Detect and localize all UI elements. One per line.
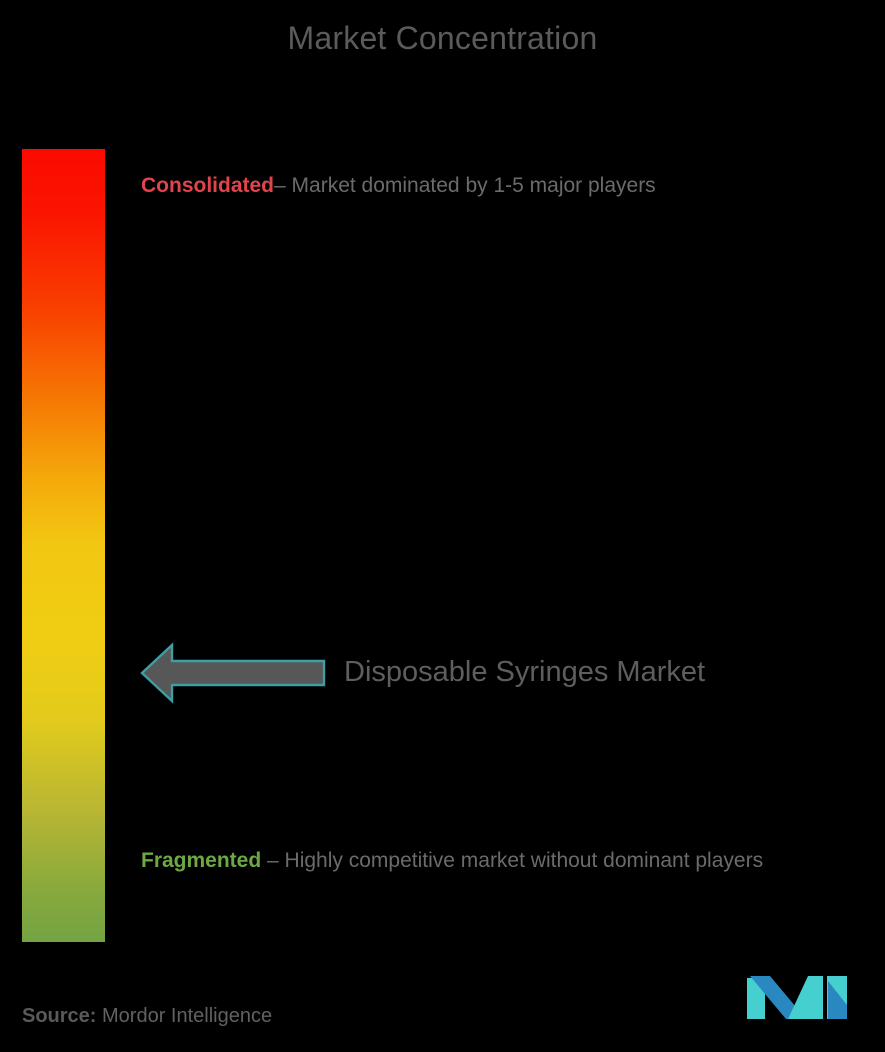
source-note: Source: Mordor Intelligence [22,1002,272,1030]
market-concentration-gradient-bar [22,149,105,942]
page-title: Market Concentration [287,20,598,56]
market-position-arrow-icon [140,642,326,704]
legend-consolidated-keyword: Consolidated [141,174,275,197]
legend-fragmented-description: – Highly competitive market without domi… [261,849,764,872]
legend-fragmented-keyword: Fragmented [141,849,262,872]
mordor-intelligence-logo [747,967,847,1019]
legend-fragmented: Fragmented – Highly competitive market w… [141,831,831,890]
legend-consolidated-description: – Market dominated by 1-5 major players [274,174,656,197]
source-label: Source: [22,1005,97,1027]
source-value: Mordor Intelligence [96,1005,273,1027]
market-marker-label: Disposable Syringes Market [344,656,706,688]
legend-consolidated: Consolidated– Market dominated by 1-5 ma… [141,156,831,215]
